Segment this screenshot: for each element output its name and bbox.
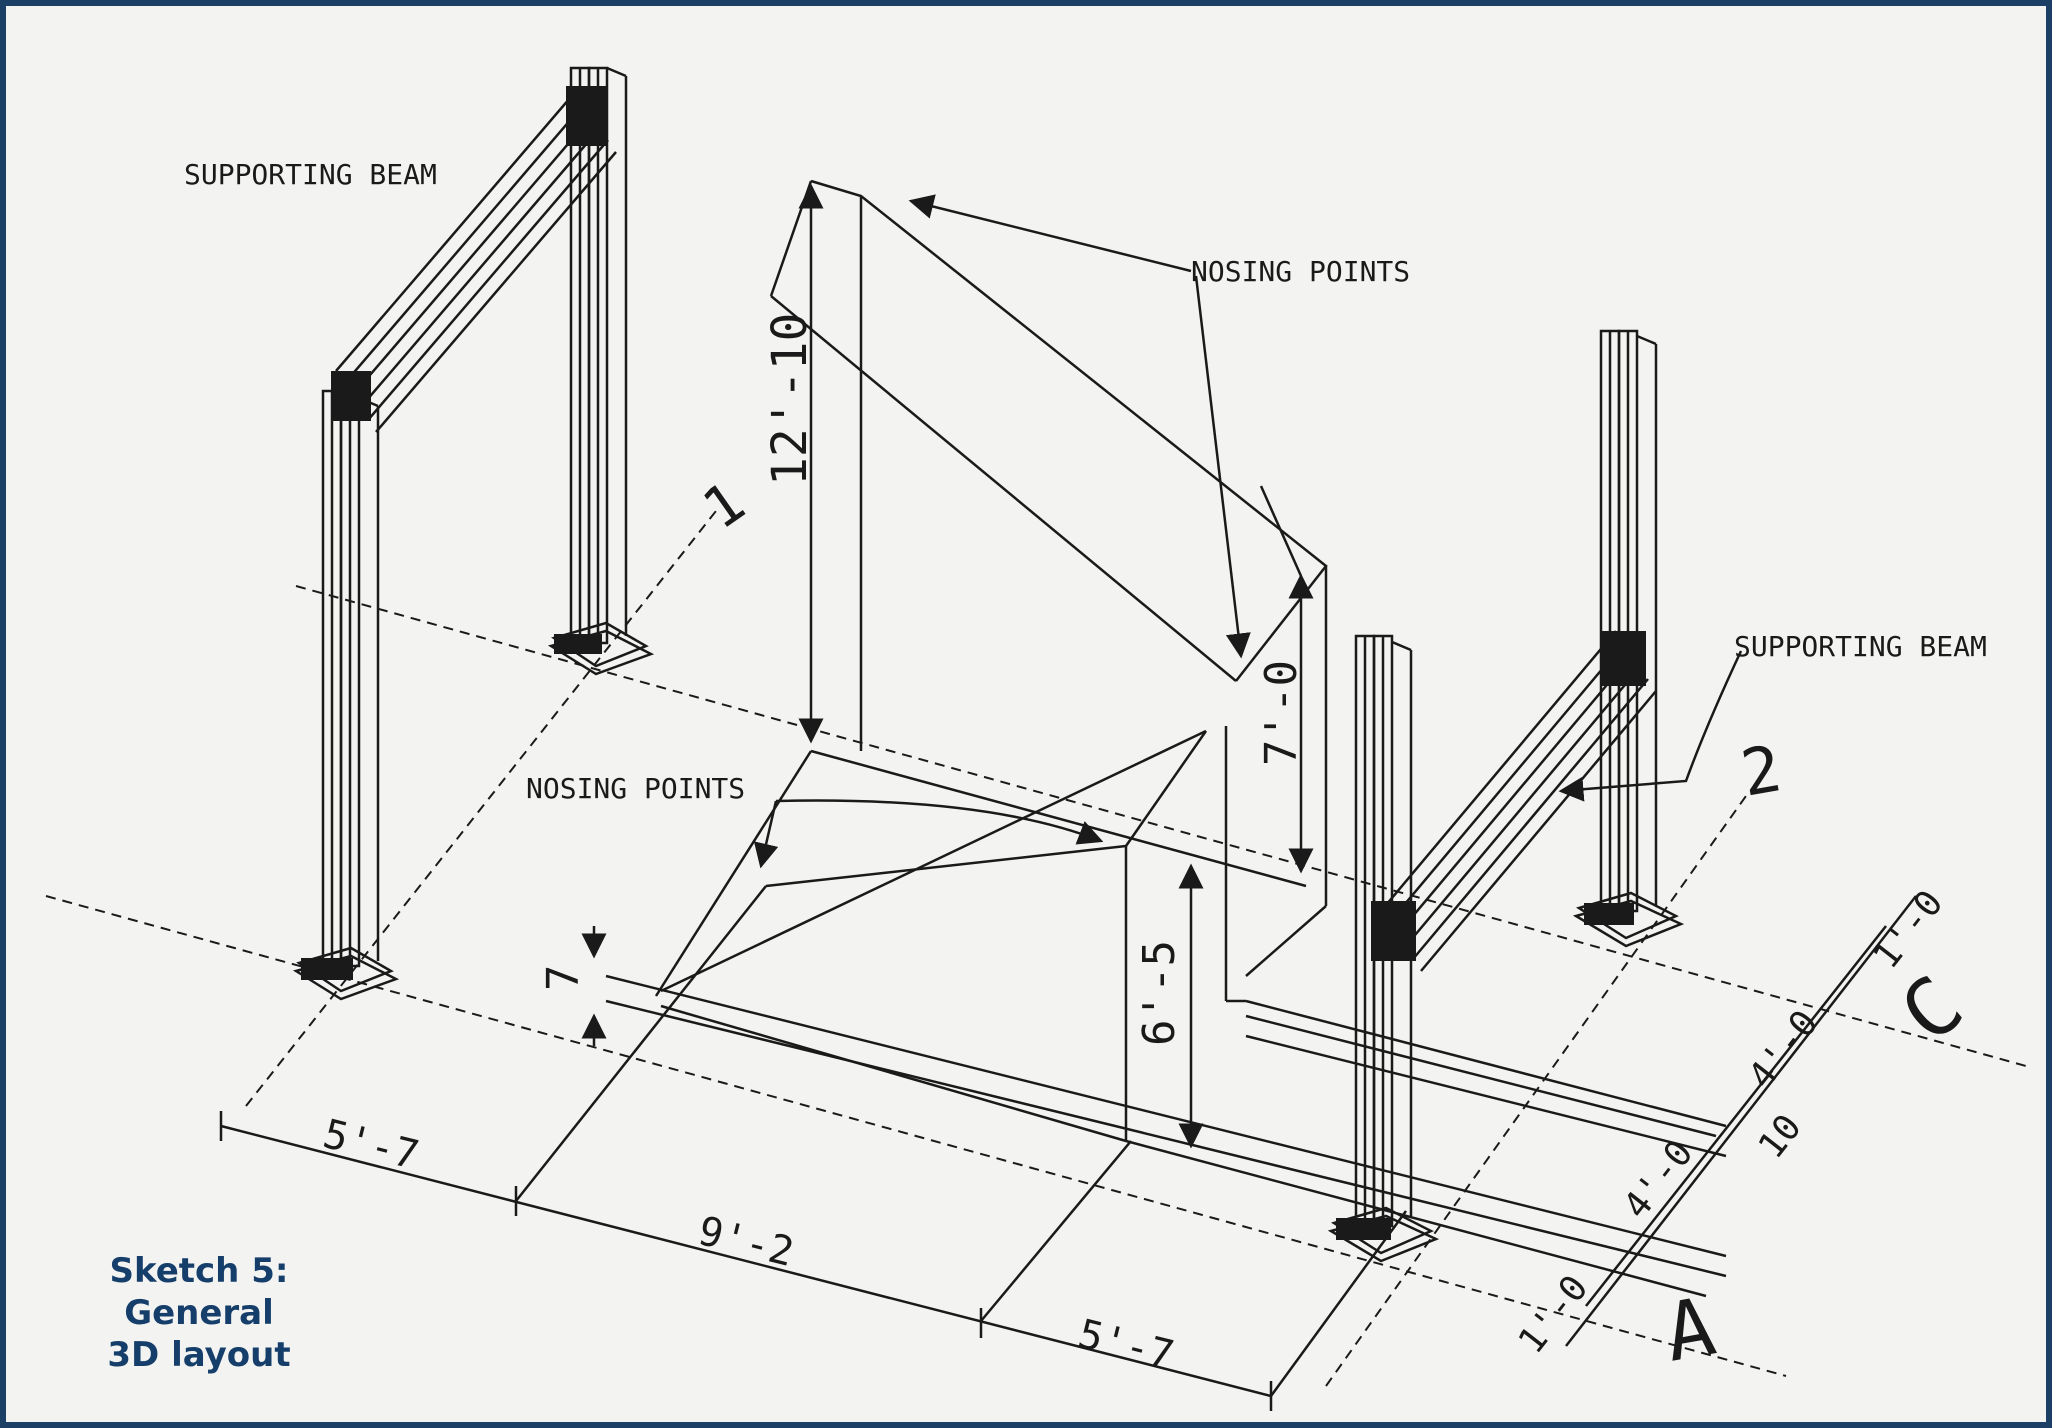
dim-6-5: 6'-5	[1134, 940, 1185, 1046]
dimension-labels: 12'-10 7'-0 6'-5 7 5'-7 9'-2 5'-7 1'-0 4…	[319, 313, 1952, 1379]
label-nosing-points-top: NOSING POINTS	[1191, 255, 1410, 288]
dim-base-right: 5'-7	[1074, 1311, 1179, 1379]
caption-line-1: Sketch 5: General	[109, 1251, 289, 1333]
caption-line-2: 3D layout	[107, 1335, 291, 1375]
dim-12-10: 12'-10	[762, 313, 818, 486]
dim-base-mid: 9'-2	[694, 1208, 799, 1276]
grid-marker-a: A	[1658, 1280, 1722, 1380]
dim-side-10: 10	[1751, 1107, 1810, 1166]
vertical-dimension-arrows	[581, 183, 1314, 1149]
base-dimension-lines	[219, 885, 1917, 1411]
right-frame-joints	[1336, 631, 1646, 1240]
left-frame	[292, 66, 655, 1001]
left-frame-joints	[301, 86, 606, 980]
label-supporting-beam-right: SUPPORTING BEAM	[1734, 630, 1987, 663]
callout-labels: SUPPORTING BEAM NOSING POINTS SUPPORTING…	[184, 158, 1987, 805]
dim-side-1-0-top: 1'-0	[1866, 883, 1952, 977]
label-nosing-points-bottom: NOSING POINTS	[526, 772, 745, 805]
dim-base-left: 5'-7	[319, 1111, 424, 1179]
stair-outline	[605, 179, 1727, 1298]
leader-lines	[753, 194, 1743, 869]
right-frame	[1327, 329, 1685, 1263]
grid-markers: 1 2 C A	[692, 470, 1980, 1380]
label-supporting-beam-left: SUPPORTING BEAM	[184, 158, 437, 191]
dim-7-0: 7'-0	[1256, 660, 1307, 766]
grid-marker-1: 1	[692, 470, 757, 543]
isometric-drawing: SUPPORTING BEAM NOSING POINTS SUPPORTING…	[45, 66, 2027, 1411]
figure-caption: Sketch 5: General 3D layout	[34, 1250, 364, 1376]
dim-side-1-0-bottom: 1'-0	[1511, 1268, 1597, 1362]
dim-riser-7: 7	[538, 965, 589, 992]
